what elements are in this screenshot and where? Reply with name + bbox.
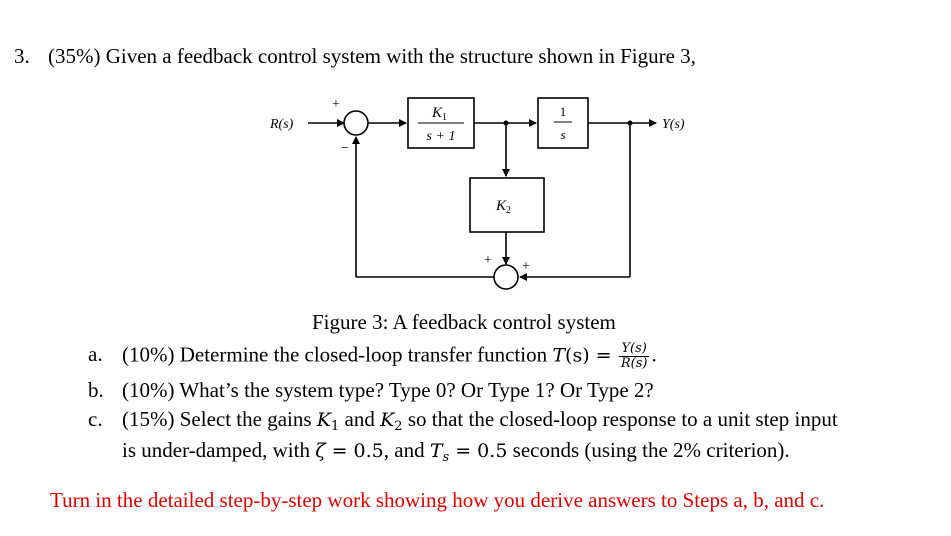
item-c-eq2: = 0.5: [449, 440, 508, 462]
item-c-K2-sub: 2: [394, 419, 403, 434]
block2-numerator: 1: [560, 104, 567, 119]
item-a-T: T: [552, 344, 566, 367]
item-c-K1: K: [316, 409, 331, 431]
summing-junction-1: [343, 110, 369, 136]
problem-number: 3.: [14, 44, 30, 68]
svg-text:K1: K1: [431, 105, 447, 123]
block2-denominator: s: [560, 127, 565, 142]
item-c-K1-sub: 1: [330, 419, 340, 434]
item-c-text2: so that the closed-loop response to a un…: [402, 407, 838, 431]
item-c-text1: (15%) Select the gains: [122, 407, 317, 431]
block-diagram: R(s) + − K1 s + 1 1 s Y(s) K2 + +: [269, 97, 685, 290]
sum1-minus-sign: −: [341, 141, 349, 156]
summing-junction-2: [493, 264, 519, 290]
input-label: R(s): [269, 117, 294, 132]
fraction-numerator: Y(s): [618, 342, 650, 357]
item-a-marker: a.: [88, 342, 103, 366]
sum1-plus-sign: +: [332, 97, 340, 112]
item-c-and: and: [339, 407, 381, 431]
figure-caption: Figure 3: A feedback control system: [312, 310, 616, 334]
output-label: Y(s): [662, 117, 685, 132]
sum2-plus-left: +: [484, 253, 492, 268]
block1-numerator-sub: 1: [442, 112, 447, 123]
item-a-text: (10%) Determine the closed-loop transfer…: [122, 342, 553, 367]
item-c-Ts: T: [429, 440, 443, 462]
item-c-line2-a: is under-damped, with: [122, 438, 316, 462]
item-c-line2-b: , and: [383, 438, 430, 462]
instructions-footer: Turn in the detailed step-by-step work s…: [50, 488, 825, 512]
block-1-over-s: [537, 97, 589, 149]
block1-numerator: K: [431, 105, 443, 121]
item-b-text: (10%) What’s the system type? Type 0? Or…: [122, 378, 654, 402]
item-c-line2: is under-damped, with ζ = 0.5, and Ts = …: [122, 438, 790, 465]
item-b-marker: b.: [88, 378, 104, 402]
fraction-denominator: R(s): [620, 356, 648, 371]
item-c-Ts-sub: s: [442, 450, 450, 465]
item-c-eq1: = 0.5: [325, 440, 384, 462]
item-c-marker: c.: [88, 407, 103, 431]
item-c-line2-c: seconds (using the 2% criterion).: [507, 438, 790, 462]
problem-statement: (35%) Given a feedback control system wi…: [48, 44, 696, 68]
sum2-plus-right: +: [522, 259, 530, 274]
item-a-end: .: [651, 342, 657, 367]
svg-text:K2: K2: [495, 198, 511, 216]
block1-denominator: s + 1: [427, 129, 456, 144]
block-k2: [469, 177, 545, 233]
item-a-T-arg: (s) =: [565, 344, 612, 367]
block3-sub: 2: [506, 205, 511, 216]
item-c-zeta: ζ: [315, 440, 326, 462]
item-c-K2: K: [380, 409, 395, 431]
transfer-function-fraction: Y(s)R(s): [618, 342, 650, 371]
block3-label: K: [495, 198, 507, 214]
